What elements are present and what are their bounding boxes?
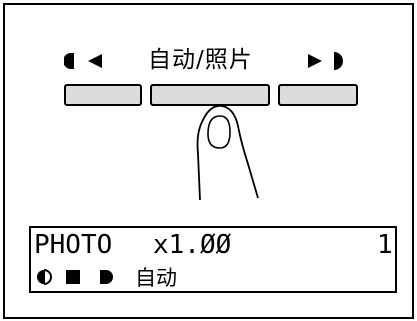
mode-key[interactable] bbox=[150, 84, 270, 106]
density-darker-icon bbox=[304, 50, 350, 72]
density-lighter-icon bbox=[35, 268, 53, 286]
density-darker-icon bbox=[97, 268, 115, 286]
pressing-finger-icon bbox=[186, 94, 266, 204]
lcd-density-label: 自动 bbox=[135, 266, 177, 290]
lighter-key[interactable] bbox=[64, 84, 142, 106]
lcd-mode: PHOTO bbox=[34, 230, 113, 260]
illustration-frame bbox=[3, 3, 414, 319]
density-medium-icon bbox=[65, 269, 81, 285]
density-lighter-icon bbox=[64, 50, 110, 72]
lcd-copies: 1 bbox=[377, 230, 393, 260]
mode-label: 自动/照片 bbox=[148, 47, 253, 73]
lcd-zoom: x1.ØØ bbox=[153, 230, 232, 260]
lcd-display: PHOTO x1.ØØ 1 自动 bbox=[29, 226, 397, 293]
darker-key[interactable] bbox=[278, 84, 358, 106]
